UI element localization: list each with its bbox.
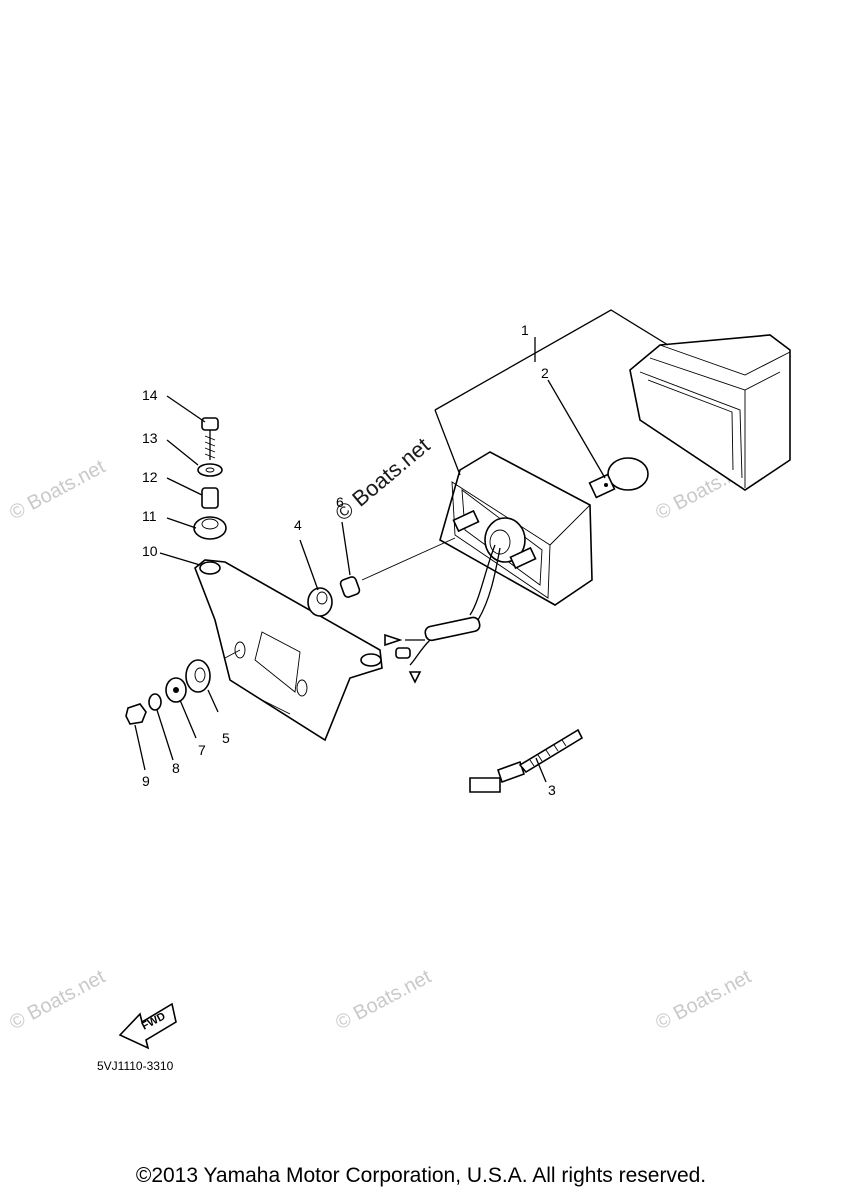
callout-11: 11 <box>142 508 157 524</box>
callout-9: 9 <box>142 773 150 789</box>
callout-6: 6 <box>336 494 344 510</box>
callout-7: 7 <box>198 742 206 758</box>
nut-washers <box>125 649 241 725</box>
callout-10: 10 <box>142 543 158 559</box>
watermark-overlay: © Boats.net <box>330 433 434 526</box>
copyright-notice: ©2013 Yamaha Motor Corporation, U.S.A. A… <box>135 1164 707 1187</box>
fwd-arrow-icon: FWD <box>118 1002 177 1050</box>
watermark: © Boats.net <box>6 966 109 1035</box>
callout-14: 14 <box>142 387 158 403</box>
watermark: © Boats.net <box>332 966 435 1035</box>
diagram-code: 5VJ1110-3310 <box>97 1059 174 1073</box>
watermark: © Boats.net <box>6 456 109 525</box>
tail-light-housing <box>439 451 593 621</box>
callout-13: 13 <box>142 430 158 446</box>
callout-12: 12 <box>142 469 158 485</box>
callout-3: 3 <box>548 782 556 798</box>
wire-lead <box>384 616 481 684</box>
callout-labels: 1 2 3 4 5 6 7 8 9 10 11 12 13 14 <box>142 322 556 798</box>
callout-1: 1 <box>521 322 529 338</box>
watermarks: © Boats.net © Boats.net © Boats.net © Bo… <box>6 456 755 1035</box>
callout-8: 8 <box>172 760 180 776</box>
callout-5: 5 <box>222 730 230 746</box>
callout-2: 2 <box>541 365 549 381</box>
leader-lines <box>134 309 669 783</box>
bulb <box>588 457 649 499</box>
grommet-collar <box>307 537 456 617</box>
cable-band <box>469 728 584 793</box>
tail-light-lens <box>629 334 791 491</box>
watermark: © Boats.net <box>652 966 755 1035</box>
callout-4: 4 <box>294 517 302 533</box>
bracket <box>194 559 383 742</box>
bolt-stack <box>193 417 227 540</box>
